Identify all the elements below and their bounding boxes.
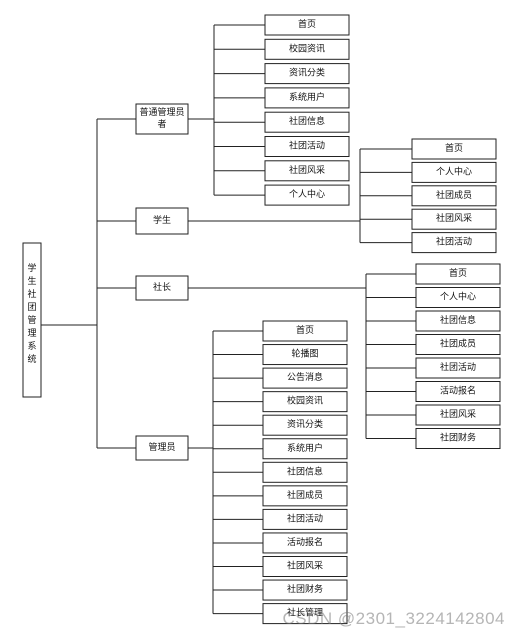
role-node [135,207,189,235]
function-label: 首页 [449,267,467,279]
function-label: 社团风采 [289,164,325,176]
function-node [264,87,350,109]
function-node [415,428,501,449]
function-node [262,414,348,436]
function-node [411,138,497,160]
function-node [262,556,348,577]
function-label: 轮播图 [291,348,318,360]
function-label: 社团信息 [287,465,323,477]
function-label: 校园资讯 [289,42,325,54]
function-label: 社团财务 [440,432,476,444]
root-label: 学生社团管理系统 [27,262,36,365]
function-label: 公告消息 [287,371,323,383]
function-node [415,310,501,332]
function-node [415,287,501,308]
function-node [262,391,348,413]
function-label: 社团成员 [287,489,323,501]
function-node [264,184,350,206]
function-label: 活动报名 [440,385,476,397]
function-label: 社团信息 [289,115,325,127]
function-node [262,344,348,366]
function-label: 社团活动 [287,512,323,524]
function-node [264,38,350,60]
function-label: 个人中心 [289,188,325,200]
role-label: 普通管理员 [139,106,184,118]
function-label: 个人中心 [436,165,472,177]
function-node [262,461,348,483]
role-label: 管理员 [148,441,175,453]
role-label: 者 [157,119,166,130]
function-node [415,381,501,402]
function-node [411,185,497,207]
function-label: 社团财务 [287,583,323,595]
function-label: 社团活动 [440,361,476,373]
role-label: 社长 [153,281,171,293]
function-label: 社团风采 [440,408,476,420]
function-label: 社团风采 [436,212,472,224]
function-label: 社团成员 [436,189,472,201]
function-node [262,438,348,460]
function-node [262,579,348,601]
role-label: 学生 [153,214,171,226]
function-label: 首页 [445,142,463,154]
function-node [411,232,497,254]
function-label: 系统用户 [289,91,325,103]
function-node [415,263,501,285]
function-node [262,603,348,625]
function-label: 活动报名 [287,536,323,548]
function-node [411,208,497,230]
function-label: 社团活动 [289,140,325,152]
function-node [262,532,348,554]
root-node [22,242,42,398]
role-node [135,275,189,301]
function-node [264,14,350,36]
function-node [262,320,348,342]
function-label: 社团活动 [436,236,472,248]
function-node [264,136,350,157]
function-label: 首页 [296,324,314,336]
function-node [415,357,501,379]
function-label: 资讯分类 [289,67,325,79]
role-node [135,435,189,461]
function-node [264,111,350,133]
watermark: CSDN @2301_3224142804 [282,609,505,628]
function-node [262,508,348,530]
function-label: 社团成员 [440,338,476,350]
function-node [262,485,348,507]
function-label: 首页 [298,18,316,30]
function-label: 个人中心 [440,291,476,303]
function-node [264,63,350,85]
function-label: 资讯分类 [287,418,323,430]
role-node [135,103,189,135]
function-node [262,367,348,389]
function-label: 社团信息 [440,314,476,326]
function-label: 校园资讯 [287,395,323,407]
function-node [415,404,501,426]
function-label: 社长管理 [287,607,323,619]
function-node [411,161,497,183]
function-label: 系统用户 [287,442,323,454]
function-node [415,334,501,355]
function-node [264,160,350,182]
function-label: 社团风采 [287,560,323,572]
